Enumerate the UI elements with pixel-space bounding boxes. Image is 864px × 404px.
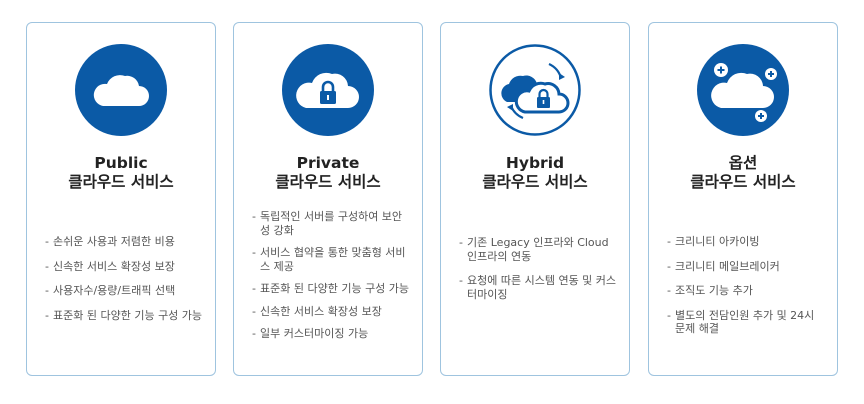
card-title-line2: 클라우드 서비스 <box>690 173 796 191</box>
feature-item: 독립적인 서버를 구성하여 보안성 강화 <box>252 210 410 237</box>
feature-list: 손쉬운 사용과 저렴한 비용 신속한 서비스 확장성 보장 사용자수/용량/트래… <box>45 235 203 333</box>
feature-item: 사용자수/용량/트래픽 선택 <box>45 284 203 298</box>
cloud-lock-icon <box>282 44 374 136</box>
feature-item: 손쉬운 사용과 저렴한 비용 <box>45 235 203 249</box>
feature-item: 기존 Legacy 인프라와 Cloud 인프라의 연동 <box>459 236 617 263</box>
feature-item: 조직도 기능 추가 <box>667 284 825 298</box>
feature-item: 신속한 서비스 확장성 보장 <box>45 260 203 274</box>
card-private: Private 클라우드 서비스 독립적인 서버를 구성하여 보안성 강화 서비… <box>233 22 423 376</box>
plus-icon <box>755 110 767 122</box>
card-hybrid: Hybrid 클라우드 서비스 기존 Legacy 인프라와 Cloud 인프라… <box>440 22 630 376</box>
feature-item: 크리니티 메일브레이커 <box>667 260 825 274</box>
feature-list: 크리니티 아카이빙 크리니티 메일브레이커 조직도 기능 추가 별도의 전담인원… <box>667 235 825 347</box>
feature-item: 일부 커스터마이징 가능 <box>252 327 410 341</box>
card-title-line2: 클라우드 서비스 <box>275 173 381 191</box>
card-option: 옵션 클라우드 서비스 크리니티 아카이빙 크리니티 메일브레이커 조직도 기능… <box>648 22 838 376</box>
card-title-line1: Private <box>296 154 360 172</box>
feature-item: 요청에 따른 시스템 연동 및 커스터마이징 <box>459 274 617 301</box>
feature-list: 독립적인 서버를 구성하여 보안성 강화 서비스 협약을 통한 맞춤형 서비스 … <box>252 210 410 350</box>
feature-item: 크리니티 아카이빙 <box>667 235 825 249</box>
cloud-plus-icon <box>697 44 789 136</box>
feature-item: 신속한 서비스 확장성 보장 <box>252 305 410 319</box>
card-title-line1: Hybrid <box>505 154 565 172</box>
card-title: Private 클라우드 서비스 <box>234 154 422 192</box>
card-title-line1: 옵션 <box>728 154 758 172</box>
feature-item: 표준화 된 다양한 기능 구성 가능 <box>45 309 203 323</box>
plus-icon <box>765 68 777 80</box>
card-title-line2: 클라우드 서비스 <box>68 173 174 191</box>
card-title: 옵션 클라우드 서비스 <box>649 154 837 192</box>
card-title-line2: 클라우드 서비스 <box>482 173 588 191</box>
feature-list: 기존 Legacy 인프라와 Cloud 인프라의 연동 요청에 따른 시스템 … <box>459 236 617 312</box>
card-title: Public 클라우드 서비스 <box>27 154 215 192</box>
card-public: Public 클라우드 서비스 손쉬운 사용과 저렴한 비용 신속한 서비스 확… <box>26 22 216 376</box>
feature-item: 별도의 전담인원 추가 및 24시 문제 해결 <box>667 309 825 336</box>
feature-item: 표준화 된 다양한 기능 구성 가능 <box>252 282 410 296</box>
hybrid-cloud-icon <box>489 44 581 136</box>
card-title-line1: Public <box>94 154 148 172</box>
feature-item: 서비스 협약을 통한 맞춤형 서비스 제공 <box>252 246 410 273</box>
plus-icon <box>714 63 728 77</box>
card-title: Hybrid 클라우드 서비스 <box>441 154 629 192</box>
cloud-icon <box>75 44 167 136</box>
